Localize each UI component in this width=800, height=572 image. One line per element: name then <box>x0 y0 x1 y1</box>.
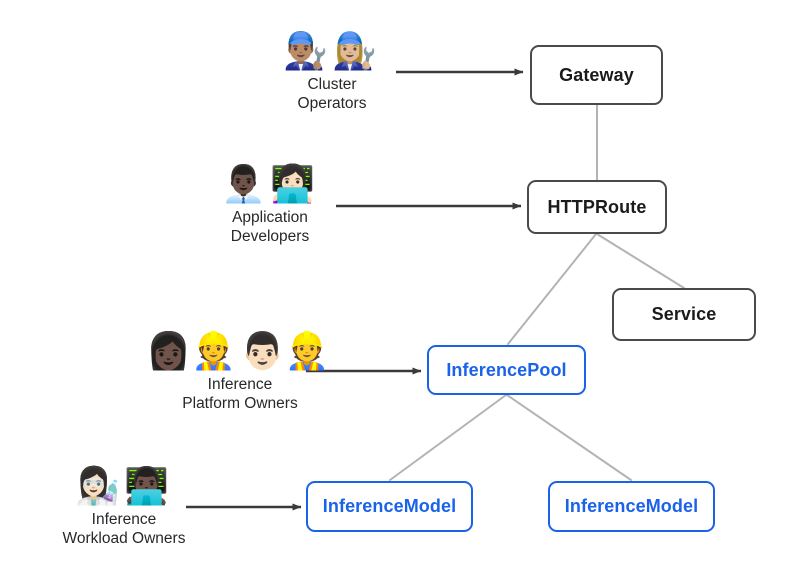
connector-inferencepool-model-left <box>389 394 507 481</box>
node-inferencemodel-left[interactable]: InferenceModel <box>306 481 473 532</box>
node-label-httproute: HTTPRoute <box>547 196 647 217</box>
persona-cluster-operators: 👨🏽‍🔧👩🏼‍🔧 Cluster Operators <box>232 30 432 113</box>
node-inferencepool[interactable]: InferencePool <box>427 345 586 395</box>
persona-inference-workload-owners: 👩🏻‍🔬👨🏿‍💻 Inference Workload Owners <box>24 465 224 548</box>
persona-label-inference-platform-owners: Inference Platform Owners <box>182 376 298 412</box>
connector-inferencepool-model-right <box>506 394 632 481</box>
inference-platform-owners-emoji-icon: 👩🏿‍👷👨🏻‍👷 <box>146 331 334 372</box>
persona-label-inference-workload-owners: Inference Workload Owners <box>62 511 186 547</box>
node-label-gateway: Gateway <box>559 64 634 85</box>
cluster-operators-emoji-icon: 👨🏽‍🔧👩🏼‍🔧 <box>283 31 381 72</box>
persona-application-developers: 👨🏿‍💼👩🏻‍💻 Application Developers <box>170 163 370 246</box>
node-gateway[interactable]: Gateway <box>530 45 663 105</box>
inference-workload-owners-emoji-icon: 👩🏻‍🔬👨🏿‍💻 <box>75 466 173 507</box>
node-service[interactable]: Service <box>612 288 756 341</box>
node-label-inferencemodel-left: InferenceModel <box>322 496 457 516</box>
persona-label-cluster-operators: Cluster Operators <box>297 76 367 112</box>
node-label-inferencepool: InferencePool <box>446 359 567 380</box>
connector-httproute-service <box>596 233 685 289</box>
application-developers-emoji-icon: 👨🏿‍💼👩🏻‍💻 <box>221 164 319 205</box>
node-label-inferencemodel-right: InferenceModel <box>564 496 699 516</box>
connector-httproute-inferencepool <box>507 233 597 345</box>
persona-inference-platform-owners: 👩🏿‍👷👨🏻‍👷 Inference Platform Owners <box>140 330 340 413</box>
node-inferencemodel-right[interactable]: InferenceModel <box>548 481 715 532</box>
node-label-service: Service <box>651 304 717 324</box>
persona-label-application-developers: Application Developers <box>230 209 310 245</box>
node-httproute[interactable]: HTTPRoute <box>527 180 667 234</box>
